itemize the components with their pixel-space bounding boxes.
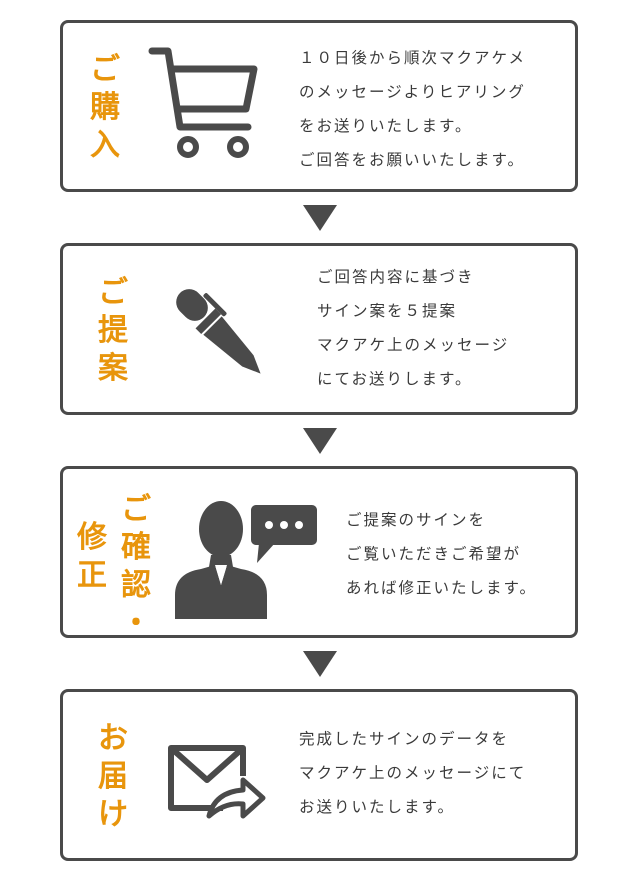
title-char: ご [121,492,151,527]
description-line: のメッセージよりヒアリング [299,83,526,101]
title-char: 正 [77,558,107,593]
title-char: お [98,721,128,756]
description-line: ご回答内容に基づき [317,268,475,286]
step-title-delivery: お 届 け [98,720,128,834]
step-card-proposal: ご 提 案 ご回答内容に基づき サイン案を５提案 マクアケ上のメッセージ にてお… [60,243,578,415]
title-char: 修 [77,520,107,555]
title-char: 案 [98,351,128,386]
title-char: 提 [98,313,128,348]
title-char: 購 [90,90,120,125]
description-line: お送りいたします。 [299,798,455,816]
title-char: 確 [121,530,151,565]
title-char: 入 [90,128,120,163]
step-card-confirmation: 修 正 ご 確 認 ・ ご提案のサインを ご覧いただきご希望が あれば修正いたし… [60,466,578,641]
down-arrow-icon [303,428,337,454]
description-line: にてお送りします。 [317,370,473,388]
down-arrow-icon [303,651,337,677]
step-description: １０日後から順次マクアケメ のメッセージよりヒアリング をお送りいたします。 ご… [299,41,526,177]
mail-forward-icon [168,745,266,819]
title-char: 届 [98,759,128,794]
person-chat-icon [175,501,317,619]
step-description: ご提案のサインを ご覧いただきご希望が あれば修正いたします。 [346,503,537,605]
description-line: あれば修正いたします。 [346,579,537,597]
step-description: ご回答内容に基づき サイン案を５提案 マクアケ上のメッセージ にてお送りします。 [317,260,509,396]
description-line: マクアケ上のメッセージ [317,336,510,354]
step-card-delivery: お 届 け 完成したサインのデータを マクアケ上のメッセージにて お送りいたしま… [60,689,578,861]
shopping-cart-icon [148,47,258,158]
title-char: 認 [121,568,151,603]
step-description: 完成したサインのデータを マクアケ上のメッセージにて お送りいたします。 [299,722,526,824]
description-line: ご覧いただきご希望が [346,545,522,563]
description-line: サイン案を５提案 [317,302,458,320]
description-line: ご提案のサインを [346,511,487,529]
title-char: ご [90,52,120,87]
description-line: をお送りいたします。 [299,117,473,135]
title-char: ・ [121,606,151,641]
down-arrow-icon [303,205,337,231]
description-line: １０日後から順次マクアケメ [299,49,527,67]
step-title-confirmation: ご 確 認 ・ [121,491,151,643]
description-line: ご回答をお願いいたします。 [299,151,525,169]
step-title-purchase: ご 購 入 [90,51,120,165]
title-char: け [98,797,128,832]
description-line: 完成したサインのデータを [299,730,510,748]
pen-icon [176,289,261,374]
description-line: マクアケ上のメッセージにて [299,764,527,782]
step-title-proposal: ご 提 案 [98,274,128,388]
step-card-purchase: ご 購 入 １０日後から順次マクアケメ のメッセージよりヒアリング をお送りいた… [60,20,578,192]
title-char: ご [98,275,128,310]
step-title-revision: 修 正 [77,519,107,595]
